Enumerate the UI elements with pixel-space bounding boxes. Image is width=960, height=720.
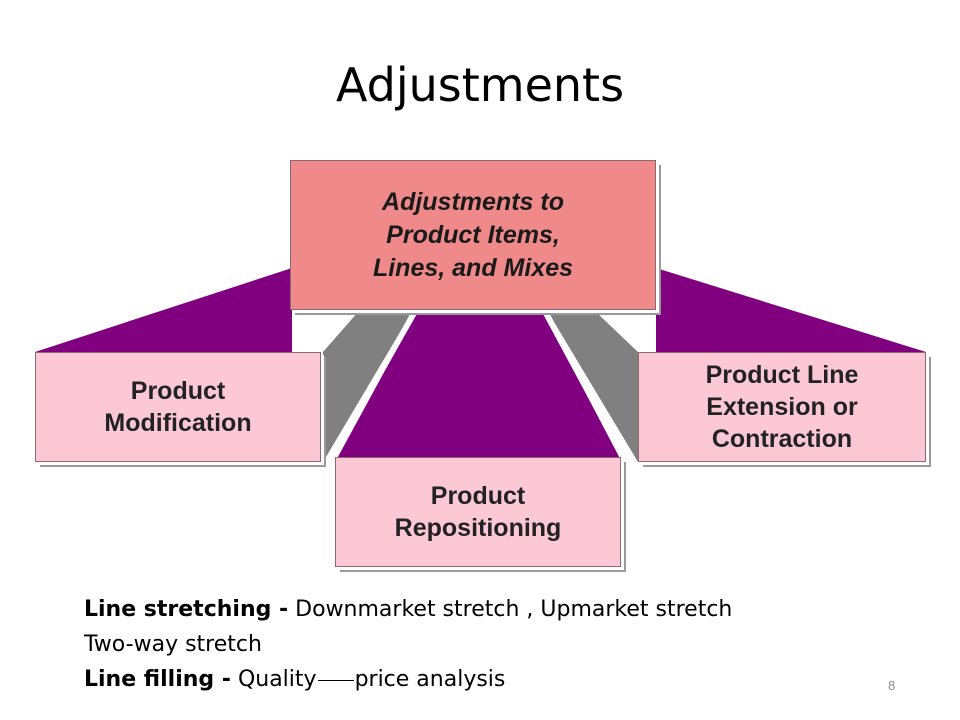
em-dash: [317, 679, 354, 681]
notes-block: Line stretching - Downmarket stretch , U…: [84, 592, 732, 697]
center-box-label: Adjustments to Product Items, Lines, and…: [372, 187, 574, 282]
slide-title: Adjustments: [335, 58, 625, 112]
right-bevel: [548, 312, 638, 462]
note-line-stretching: Line stretching - Downmarket stretch , U…: [84, 597, 733, 622]
note-two-way-stretch: Two-way stretch: [84, 632, 262, 657]
product-line-extension-box: Product Line Extension or Contraction: [638, 352, 926, 462]
product-line-extension-label: Product Line Extension or Contraction: [705, 361, 859, 453]
product-modification-box: Product Modification: [35, 352, 321, 462]
center-box-adjustments: Adjustments to Product Items, Lines, and…: [290, 160, 656, 310]
slide-number: 8: [888, 678, 896, 693]
left-bevel: [323, 312, 412, 462]
right-connector: [656, 268, 926, 352]
product-repositioning-label: Product Repositioning: [394, 482, 562, 542]
left-connector: [35, 268, 292, 352]
bottom-connector: [336, 312, 620, 457]
product-repositioning-box: Product Repositioning: [335, 457, 621, 567]
product-modification-label: Product Modification: [104, 377, 252, 437]
